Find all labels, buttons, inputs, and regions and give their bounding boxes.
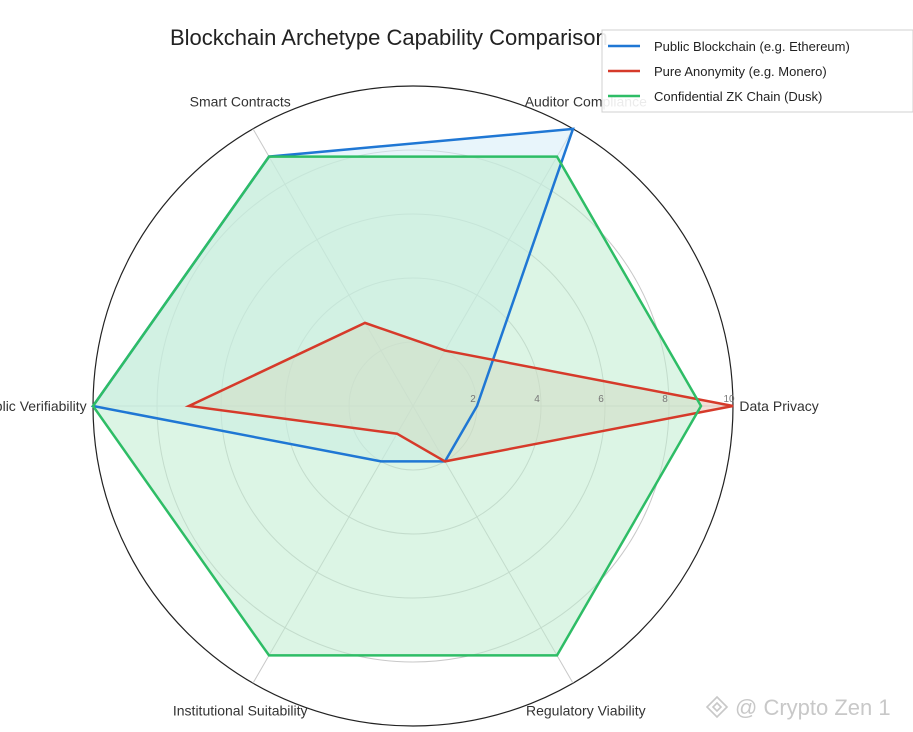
- series-area: [93, 156, 701, 656]
- axis-label: Institutional Suitability: [173, 702, 308, 718]
- tick-label: 10: [723, 394, 735, 405]
- legend-label-pure-anonymity: Pure Anonymity (e.g. Monero): [654, 64, 827, 79]
- legend-box: [601, 29, 913, 113]
- tick-label: 6: [598, 394, 604, 405]
- legend-label-confidential-zk: Confidential ZK Chain (Dusk): [654, 89, 822, 104]
- axis-label: Public Verifiability: [0, 398, 87, 414]
- series-line: [184, 321, 734, 463]
- axis-label: Smart Contracts: [190, 94, 291, 110]
- legend-label-public-blockchain: Public Blockchain (e.g. Ethereum): [654, 39, 850, 54]
- tick-label: 4: [534, 394, 540, 405]
- axis-label: Data Privacy: [739, 398, 818, 414]
- series-line: [91, 155, 703, 657]
- binance-diamond-icon: [705, 695, 729, 719]
- radar-series: [90, 127, 734, 657]
- tick-label: 2: [470, 394, 476, 405]
- tick-label: 8: [662, 394, 668, 405]
- legend: Public Blockchain (e.g. Ethereum) Pure A…: [601, 29, 913, 113]
- watermark-text: @ Crypto Zen 1: [735, 695, 891, 720]
- axis-label: Regulatory Viability: [526, 702, 646, 718]
- watermark: @ Crypto Zen 1: [705, 695, 891, 720]
- chart-title: Blockchain Archetype Capability Comparis…: [170, 25, 608, 50]
